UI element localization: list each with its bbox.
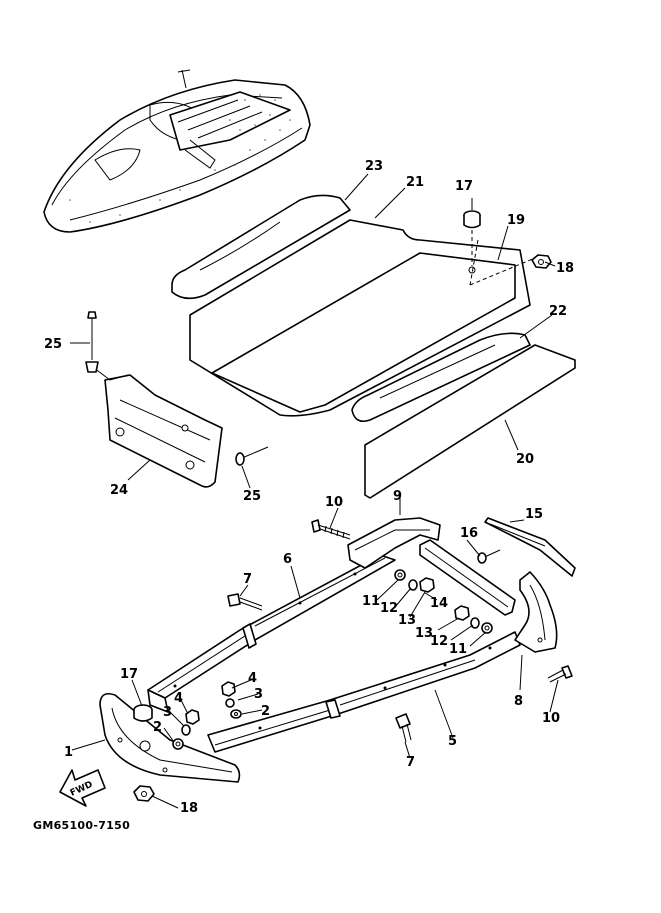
part-2-washer-front-a xyxy=(172,738,184,750)
callout-25-lower: 25 xyxy=(243,489,261,504)
fwd-direction-arrow: FWD xyxy=(59,769,106,807)
part-5-rail xyxy=(207,631,521,753)
callout-17-top: 17 xyxy=(455,179,473,194)
callout-3-b: 3 xyxy=(254,687,263,702)
part-17-grommet-front xyxy=(133,704,153,722)
callout-21: 21 xyxy=(406,175,424,190)
part-18-nut-top xyxy=(531,254,552,269)
callout-6: 6 xyxy=(283,552,292,567)
part-21-deck-mat xyxy=(189,219,531,417)
callout-12-b: 12 xyxy=(430,634,448,649)
part-25-clip-lower xyxy=(235,446,269,466)
part-10-bolt-lower xyxy=(547,665,573,683)
part-2-washer-front-b xyxy=(230,709,242,719)
part-18-nut-front xyxy=(133,785,155,802)
part-9-rear-bracket xyxy=(347,517,441,569)
watercraft-overview-sketch xyxy=(43,69,311,233)
callout-17-front: 17 xyxy=(120,667,138,682)
callout-18-top: 18 xyxy=(556,261,574,276)
part-20-mat xyxy=(364,344,576,499)
document-code: GM65100-7150 xyxy=(33,819,131,832)
callout-15: 15 xyxy=(525,507,543,522)
callout-labels: 23 21 17 19 18 22 20 25 24 25 10 9 16 15… xyxy=(44,159,574,816)
callout-10-upper: 10 xyxy=(325,495,343,510)
part-8-rear-corner xyxy=(514,571,558,653)
part-3-washer-front-a xyxy=(181,724,191,736)
callout-4-a: 4 xyxy=(174,691,183,706)
part-3-washer-front-b xyxy=(225,698,235,708)
callout-16: 16 xyxy=(460,526,478,541)
callout-18-front: 18 xyxy=(180,801,198,816)
callout-2-b: 2 xyxy=(261,704,270,719)
part-22-mat xyxy=(351,332,531,423)
callout-7-upper: 7 xyxy=(243,572,252,587)
part-24-bracket xyxy=(89,364,223,488)
part-7-bolt-upper xyxy=(227,593,263,611)
part-13-nut-right-b xyxy=(454,605,470,621)
callout-23: 23 xyxy=(365,159,383,174)
callout-7-lower: 7 xyxy=(406,755,415,770)
callout-11-b: 11 xyxy=(449,642,467,657)
part-15-strip xyxy=(484,517,576,577)
part-11-washer-right-b xyxy=(481,622,493,634)
leader-lines xyxy=(70,173,559,809)
callout-20: 20 xyxy=(516,452,534,467)
callout-25-upper: 25 xyxy=(44,337,62,352)
part-17-grommet-top xyxy=(463,210,481,274)
part-10-bolt-upper xyxy=(311,519,351,540)
callout-2-a: 2 xyxy=(153,720,162,735)
callout-4-b: 4 xyxy=(248,671,257,686)
part-16-rivet xyxy=(477,549,501,564)
callout-24: 24 xyxy=(110,483,128,498)
callout-5: 5 xyxy=(448,734,457,749)
part-7-bolt-lower xyxy=(395,713,412,743)
part-4-nut-front-b xyxy=(221,681,236,697)
callout-13-a: 13 xyxy=(398,613,416,628)
part-25-clip-upper xyxy=(85,311,99,373)
callout-12-a: 12 xyxy=(380,601,398,616)
callout-14: 14 xyxy=(430,596,448,611)
part-12-washer-right-a xyxy=(408,579,418,591)
part-12-washer-right-b xyxy=(470,617,480,629)
callout-10-lower: 10 xyxy=(542,711,560,726)
callout-1: 1 xyxy=(64,745,73,760)
part-13-nut-right-a xyxy=(419,577,435,593)
part-4-nut-front-a xyxy=(185,709,200,725)
part-11-washer-right-a xyxy=(394,569,406,581)
part-19-dash-outline xyxy=(469,239,536,286)
callout-19: 19 xyxy=(507,213,525,228)
part-14-rail xyxy=(419,539,516,616)
callout-22: 22 xyxy=(549,304,567,319)
callout-8: 8 xyxy=(514,694,523,709)
callout-13-b: 13 xyxy=(415,626,433,641)
callout-11-a: 11 xyxy=(362,594,380,609)
callout-9: 9 xyxy=(393,489,402,504)
callout-3-a: 3 xyxy=(163,705,172,720)
part-6-rail xyxy=(147,554,396,713)
part-23-mat xyxy=(171,194,351,300)
